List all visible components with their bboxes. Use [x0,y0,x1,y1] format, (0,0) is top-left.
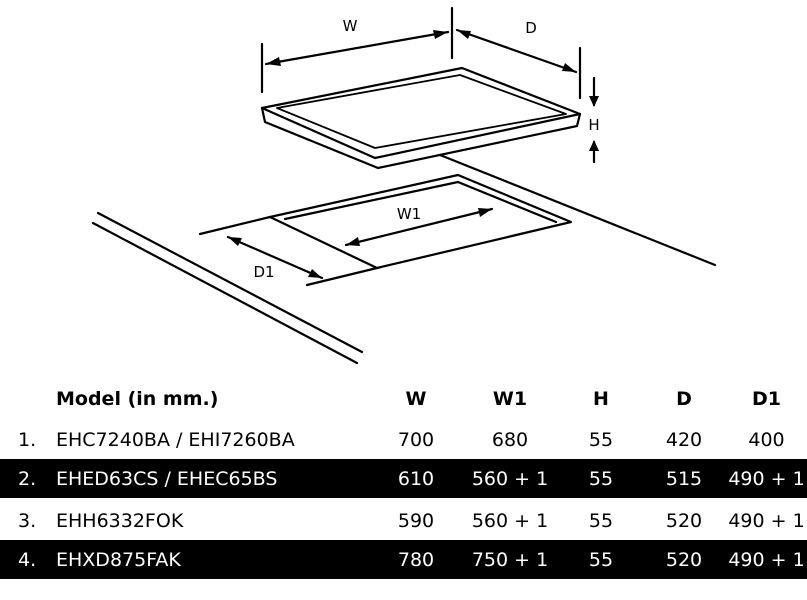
row-h: 55 [560,540,642,579]
row-h: 55 [588,428,614,451]
row-d1: 490 + 1 [726,459,807,498]
row-number: 2. [0,459,52,498]
cooktop-outline [260,66,582,170]
row-number: 3. [18,509,37,532]
row-number: 1. [18,428,37,451]
row-model: EHXD875FAK [52,540,372,579]
label-h: H [588,116,599,134]
dimension-arrowheads [228,30,599,278]
row-w1: 680 [491,428,529,451]
header-d: D [676,388,692,410]
cutout-opening [198,173,573,287]
countertop-edge [91,211,364,365]
row-h: 55 [588,509,614,532]
dimension-w [260,6,454,94]
label-d: D [525,19,537,37]
label-w1: W1 [397,205,421,223]
row-d: 515 [642,459,726,498]
header-index [0,378,52,420]
installation-diagram: W D H W1 D1 [91,6,717,365]
dimension-table: Model (in mm.) W W1 H D D1 1. EHC7240BA … [0,378,807,579]
header-w: W [405,388,427,410]
row-d1: 490 + 1 [726,540,807,579]
row-model: EHH6332FOK [56,509,184,532]
row-w: 780 [372,540,460,579]
row-w1: 560 + 1 [471,509,549,532]
table-header-row: Model (in mm.) W W1 H D D1 [0,378,807,420]
table-row: 2. EHED63CS / EHEC65BS 610 560 + 1 55 51… [0,459,807,498]
row-number: 4. [0,540,52,579]
row-d1: 400 [748,428,785,451]
row-d: 520 [665,509,703,532]
label-d1: D1 [253,263,274,281]
dimension-w1 [344,207,494,247]
countertop-back-line [438,153,717,267]
table-row: 1. EHC7240BA / EHI7260BA 700 680 55 420 … [0,420,807,459]
label-w: W [343,17,358,35]
dimension-d1 [226,235,324,280]
row-w: 590 [397,509,435,532]
row-w: 700 [397,428,435,451]
row-w: 610 [372,459,460,498]
header-w1: W1 [492,388,528,410]
row-h: 55 [560,459,642,498]
row-w1: 560 + 1 [460,459,560,498]
row-w1: 750 + 1 [460,540,560,579]
header-h: H [593,388,609,410]
table-row: 3. EHH6332FOK 590 560 + 1 55 520 490 + 1 [0,501,807,540]
row-model: EHC7240BA / EHI7260BA [56,428,295,451]
row-d1: 490 + 1 [728,509,805,532]
row-model: EHED63CS / EHEC65BS [52,459,372,498]
header-d1: D1 [752,388,781,410]
table-row: 4. EHXD875FAK 780 750 + 1 55 520 490 + 1 [0,540,807,579]
row-d: 520 [642,540,726,579]
row-d: 420 [665,428,703,451]
dimension-d [455,28,582,100]
header-model: Model (in mm.) [56,388,219,410]
